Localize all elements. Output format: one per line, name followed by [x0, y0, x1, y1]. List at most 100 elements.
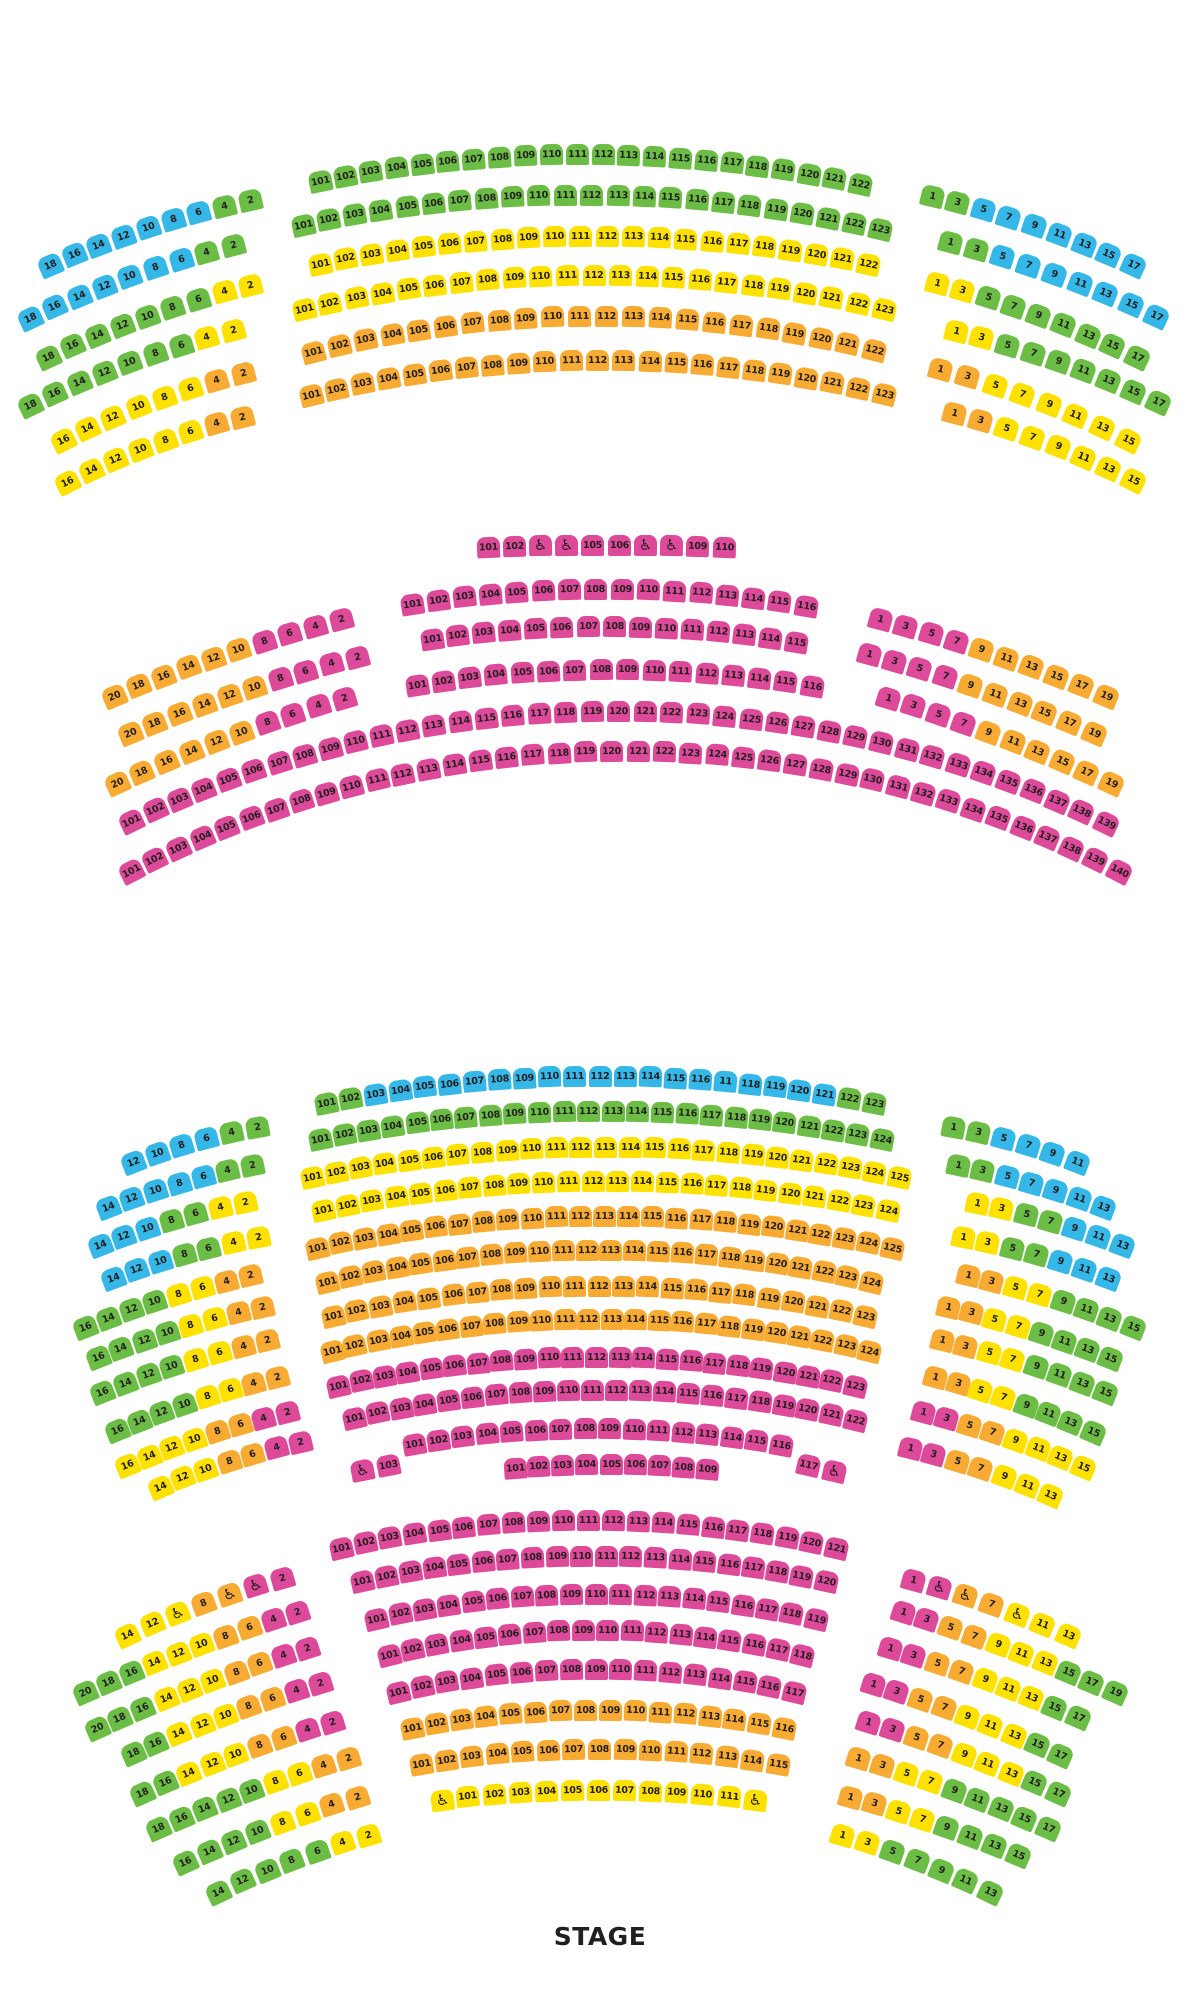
seat-number: 13 — [1023, 1690, 1040, 1706]
seat[interactable]: 17 — [1063, 1702, 1093, 1732]
seat[interactable]: 3 — [878, 1716, 907, 1744]
seat-number: 7 — [935, 1739, 946, 1753]
seat-number: 3 — [887, 1723, 897, 1736]
seat[interactable]: 109 — [584, 1658, 608, 1680]
seat-number: 7 — [969, 1629, 980, 1643]
seat-number: 13 — [993, 1800, 1010, 1816]
seat[interactable]: 112 — [582, 264, 606, 286]
seat[interactable]: 11 — [951, 1866, 981, 1896]
seat[interactable]: 11 — [1028, 1610, 1058, 1639]
seat-number: 7 — [939, 1701, 949, 1715]
stage-label: STAGE — [553, 1922, 647, 1951]
seat-number: 7 — [956, 1664, 967, 1678]
seat[interactable]: 108 — [588, 1738, 611, 1760]
seat[interactable]: 7 — [902, 1846, 932, 1875]
seat-number: 3 — [869, 1797, 880, 1811]
seat[interactable]: 1 — [843, 1744, 873, 1772]
seat[interactable]: 13 — [1053, 1620, 1083, 1650]
seat[interactable]: 1 — [827, 1821, 857, 1849]
seat[interactable]: 3 — [868, 1752, 897, 1779]
seat-number: 11 — [962, 1828, 979, 1844]
seat-number: 17 — [1070, 1709, 1086, 1725]
seat-number: 9 — [949, 1783, 959, 1797]
seat-number: 13 — [1060, 1627, 1076, 1643]
seat-number: 112 — [584, 269, 604, 281]
seat-number: 15 — [1026, 1775, 1043, 1791]
seat[interactable]: 5 — [877, 1837, 907, 1866]
seat-number: 9 — [993, 1638, 1004, 1652]
wheelchair-seat[interactable]: ♿ — [1002, 1600, 1032, 1629]
seat-number: 11 — [982, 1718, 999, 1734]
seat[interactable]: 113 — [594, 1136, 617, 1158]
seat-number: 15 — [1010, 1847, 1026, 1863]
seat[interactable]: 5 — [892, 1759, 921, 1787]
seat-number: 3 — [892, 1685, 902, 1698]
seat-number: 113 — [595, 1210, 614, 1222]
seat-number: 1 — [853, 1751, 863, 1765]
seat-number: 7 — [912, 1854, 923, 1867]
seat[interactable]: 7 — [977, 1590, 1006, 1619]
seat-number: 11 — [1000, 1681, 1017, 1696]
seat-number: 11 — [1013, 1646, 1030, 1662]
seat-number: 1 — [908, 1573, 918, 1587]
seat-number: 7 — [918, 1812, 928, 1826]
seat-number: 17 — [1083, 1674, 1100, 1690]
seat[interactable]: 13 — [979, 1831, 1010, 1860]
seat[interactable]: 3 — [853, 1829, 882, 1857]
seat-number: 13 — [1006, 1727, 1022, 1743]
seat-number: 19 — [1107, 1684, 1123, 1700]
seat-number: 9 — [962, 1710, 973, 1723]
seat-number: 5 — [894, 1805, 904, 1818]
seat[interactable]: 113 — [593, 1205, 616, 1227]
seat-number: 5 — [946, 1621, 956, 1635]
seat-number: 5 — [911, 1731, 922, 1744]
seat-number: 1 — [885, 1641, 895, 1655]
wheelchair-icon: ♿ — [956, 1584, 975, 1606]
seat-number: 7 — [986, 1598, 997, 1611]
seat-number: 3 — [922, 1613, 932, 1626]
seat[interactable]: 17 — [1043, 1778, 1073, 1808]
seat-number: 11 — [969, 1791, 986, 1807]
seat[interactable]: 15 — [1003, 1840, 1033, 1870]
wheelchair-icon: ♿ — [930, 1576, 949, 1598]
wheelchair-icon: ♿ — [1008, 1602, 1027, 1625]
seat-number: 113 — [596, 1141, 615, 1153]
seat[interactable]: 13 — [975, 1877, 1005, 1907]
seat[interactable]: 1 — [836, 1783, 864, 1811]
seat[interactable]: 112 — [587, 1275, 611, 1297]
seat[interactable]: 7 — [925, 1732, 955, 1760]
seat-number: 5 — [901, 1767, 911, 1780]
seat-number: 5 — [887, 1845, 898, 1858]
seat-number: 3 — [909, 1649, 919, 1662]
seat-number: 1 — [868, 1677, 878, 1691]
seat[interactable]: 17 — [1033, 1813, 1063, 1843]
seat[interactable]: 110 — [584, 1583, 608, 1605]
seat[interactable]: 5 — [884, 1797, 913, 1825]
seat-number: 106 — [589, 1784, 608, 1796]
seat-number: 9 — [959, 1748, 969, 1761]
seat-number: 5 — [933, 1656, 943, 1670]
seat-number: 13 — [1037, 1655, 1054, 1671]
seat[interactable]: 106 — [587, 1779, 610, 1801]
seat-number: 3 — [862, 1836, 872, 1850]
seat[interactable]: 1 — [853, 1708, 883, 1736]
seat-number: 1 — [837, 1828, 847, 1842]
seat[interactable]: 7 — [915, 1767, 945, 1796]
wheelchair-seat[interactable]: ♿ — [925, 1574, 954, 1601]
seat[interactable]: 19 — [1100, 1677, 1130, 1707]
seat-number: 15 — [1047, 1699, 1063, 1715]
seat[interactable]: 112 — [588, 1065, 612, 1087]
seat-number: 15 — [1029, 1737, 1046, 1753]
seat[interactable]: 5 — [901, 1723, 931, 1752]
seat-number: 1 — [898, 1605, 908, 1619]
seat-number: 1 — [863, 1715, 873, 1729]
seat[interactable]: 1 — [899, 1566, 927, 1594]
seat-number: 108 — [590, 1743, 609, 1755]
seat[interactable]: 3 — [860, 1790, 889, 1818]
seat-number: 15 — [1060, 1664, 1077, 1680]
wheelchair-seat[interactable]: ♿ — [951, 1582, 980, 1610]
seat[interactable]: 112 — [585, 1346, 608, 1368]
